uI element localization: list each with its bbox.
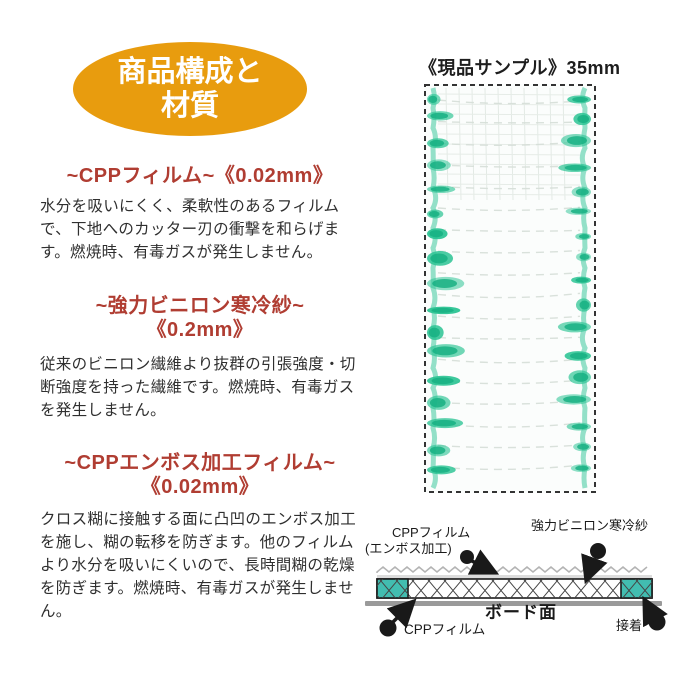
embossed-film-wave [376,566,648,573]
adhesive-block-right-hatch [621,579,652,598]
product-sample-photo [424,84,596,493]
label-adhesive: 接着 [616,618,643,633]
callout-arrow-cpp-film [386,598,417,629]
callout-arrow-vinylon [581,553,608,585]
layer-diagram-graphic [365,543,668,637]
label-vinylon: 強力ビニロン寒冷紗 [531,518,649,533]
label-cpp-film-embossed-line2: (エンボス加工) [365,541,452,556]
film-layer [377,575,652,579]
section-heading-cpp-film: ~CPPフィルム~《0.02mm》 [66,165,334,187]
section-heading-vinylon: ~強力ビニロン寒冷紗~ 《0.2mm》 [95,295,305,341]
title-badge-line2: 材質 [160,90,219,122]
laminate-crosshatch [377,579,652,598]
title-badge-line1: 商品構成と [117,56,263,88]
title-badge: 商品構成と 材質 [73,42,307,136]
sample-texture-image [424,84,596,493]
layer-structure-diagram: CPPフィルム (エンボス加工) 強力ビニロン寒冷紗 ボード面 CPPフィルム … [365,505,700,660]
board-surface-bar [365,601,662,606]
section-body-embossed-film: クロス糊に接触する面に凸凹のエンボス加工を施し、糊の転移を防ぎます。他のフィルム… [40,511,357,620]
callout-arrow-embossed [467,549,500,575]
label-cpp-film-embossed-line1: CPPフィルム [392,525,471,540]
callout-dot-vinylon [590,543,606,559]
sample-caption: 《現品サンプル》35mm [419,58,621,78]
section-body-cpp-film: 水分を吸いにくく、柔軟性のあるフィルムで、下地へのカッター刃の衝撃を和らげます。… [40,198,340,261]
callout-arrow-adhesive [642,595,668,628]
label-board-surface: ボード面 [485,603,557,622]
label-cpp-film: CPPフィルム [404,622,486,637]
adhesive-block-left-hatch [377,579,408,598]
section-body-vinylon: 従来のビニロン繊維より抜群の引張強度・切断強度を持った繊維です。燃焼時、有毒ガス… [40,356,356,419]
section-heading-embossed-film: ~CPPエンボス加工フィルム~ 《0.02mm》 [64,452,336,498]
